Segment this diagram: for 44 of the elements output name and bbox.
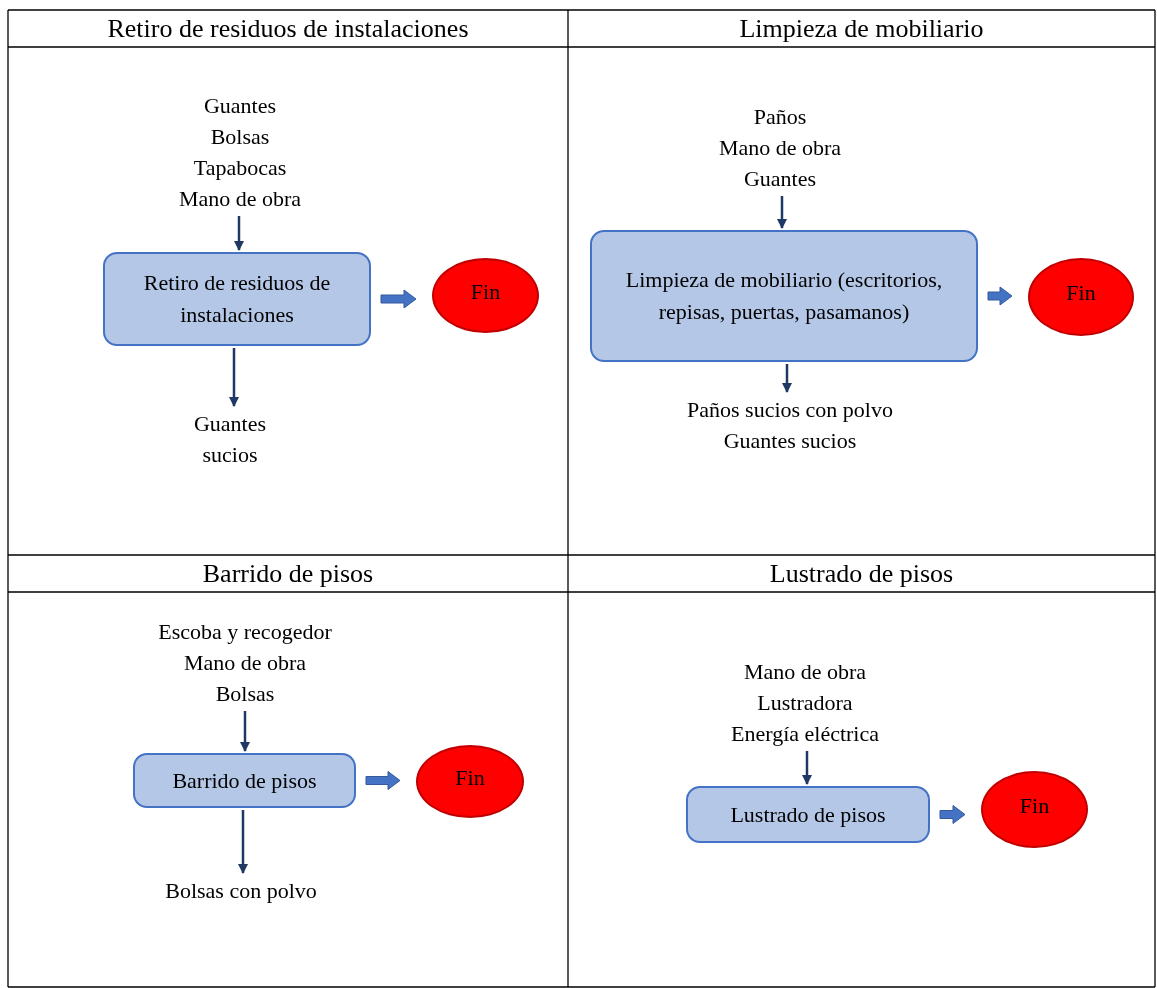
item-text: Guantes sucios (192, 410, 268, 469)
column-header: Barrido de pisos (201, 558, 375, 590)
item-text: Paños sucios con polvo (686, 396, 894, 424)
item-text: Bolsas (214, 680, 276, 708)
item-text: Mano de obra (177, 185, 303, 213)
arrow (238, 810, 248, 874)
column-header: Lustrado de pisos (768, 558, 955, 590)
item-text: Guantes sucios (722, 427, 858, 455)
arrow (380, 289, 417, 309)
process-label: Lustrado de pisos (730, 800, 886, 829)
item-text: Mano de obra (717, 134, 843, 162)
arrow (782, 364, 792, 393)
column-header: Limpieza de mobiliario (738, 13, 985, 45)
arrow (240, 711, 250, 752)
item-text: Mano de obra (182, 649, 308, 677)
item-text: Energía eléctrica (730, 720, 880, 748)
arrow (987, 286, 1013, 306)
process-box (590, 230, 978, 362)
item-text: Bolsas (209, 123, 271, 151)
item-text: Lustradora (756, 689, 854, 717)
process-box (686, 786, 930, 843)
item-text: Paños (752, 103, 808, 131)
item-text: Guantes (202, 92, 278, 120)
item-text: Escoba y recogedor (157, 618, 333, 646)
end-label: Fin (1066, 280, 1096, 306)
arrow (229, 348, 239, 407)
process-box (133, 753, 356, 808)
column-header: Retiro de residuos de instalaciones (106, 13, 470, 45)
arrow (365, 771, 401, 790)
item-text: Bolsas con polvo (164, 877, 318, 905)
arrow (802, 751, 812, 785)
arrow (234, 216, 244, 251)
arrow (777, 196, 787, 229)
arrow (939, 805, 966, 824)
end-label: Fin (455, 764, 485, 791)
item-text: Tapabocas (192, 154, 288, 182)
process-label: Retiro de residuos de instalaciones (142, 269, 332, 329)
process-box (103, 252, 371, 346)
item-text: Guantes (742, 165, 818, 193)
end-label: Fin (470, 278, 501, 305)
item-text: Mano de obra (742, 658, 868, 686)
end-label: Fin (1019, 792, 1050, 819)
process-label: Limpieza de mobiliario (escritorios, repisas, puertas, pasamanos) (624, 266, 944, 326)
process-label: Barrido de pisos (172, 766, 317, 795)
